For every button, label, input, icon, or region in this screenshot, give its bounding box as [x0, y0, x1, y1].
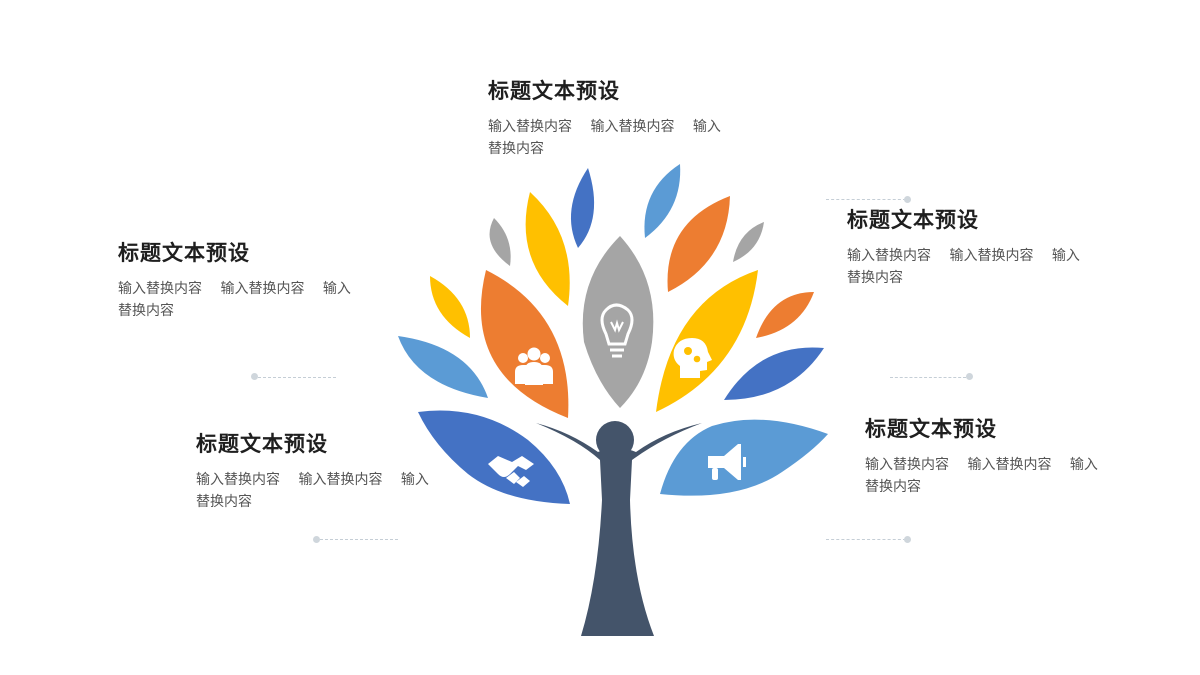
connector-middle-left — [258, 377, 336, 378]
leaf-gray-center — [582, 236, 654, 408]
block-title: 标题文本预设 — [488, 79, 620, 103]
connector-upper-right — [826, 199, 906, 200]
block-body: 输入替换内容 输入替换内容 输入替换内容 — [488, 119, 721, 157]
leaf-blue-top — [570, 168, 595, 248]
block-body: 输入替换内容 输入替换内容 输入替换内容 — [118, 281, 351, 319]
leaf-gray-left-small — [489, 218, 511, 266]
leaf-lightblue-top — [644, 164, 681, 238]
connector-middle-right — [890, 377, 966, 378]
lightbulb-icon — [600, 303, 634, 358]
block-body: 输入替换内容 输入替换内容 输入替换内容 — [196, 472, 429, 510]
connector-dot — [904, 536, 911, 543]
leaf-orange-right-small — [756, 292, 814, 338]
connector-dot — [313, 536, 320, 543]
block-body: 输入替换内容 输入替换内容 输入替换内容 — [847, 248, 1080, 286]
leaf-lightblue-left — [398, 336, 488, 398]
block-title: 标题文本预设 — [118, 241, 250, 265]
leaf-blue-bottom-left — [418, 410, 570, 504]
leaf-blue-right — [724, 347, 824, 400]
block-title: 标题文本预设 — [196, 432, 328, 456]
leaf-orange-upper-right — [667, 196, 730, 292]
leaf-yellow-left-small — [430, 276, 470, 338]
text-block-lower-left: 标题文本预设 输入替换内容 输入替换内容 输入替换内容 — [196, 431, 436, 513]
head-gears-icon — [673, 338, 712, 378]
handshake-icon — [488, 456, 534, 487]
leaf-yellow-upper-left — [525, 192, 570, 306]
megaphone-icon — [708, 444, 746, 480]
person-head — [596, 421, 634, 459]
text-block-upper-left: 标题文本预设 输入替换内容 输入替换内容 输入替换内容 — [118, 240, 358, 322]
connector-lower-right — [826, 539, 906, 540]
tree-trunk — [536, 423, 702, 636]
text-block-upper-right: 标题文本预设 输入替换内容 输入替换内容 输入替换内容 — [847, 207, 1087, 289]
text-block-top: 标题文本预设 输入替换内容 输入替换内容 输入替换内容 — [488, 78, 728, 160]
block-title: 标题文本预设 — [847, 208, 979, 232]
text-block-lower-right: 标题文本预设 输入替换内容 输入替换内容 输入替换内容 — [865, 416, 1105, 498]
connector-dot — [966, 373, 973, 380]
block-title: 标题文本预设 — [865, 417, 997, 441]
people-icon — [515, 347, 553, 385]
connector-dot — [904, 196, 911, 203]
block-body: 输入替换内容 输入替换内容 输入替换内容 — [865, 457, 1098, 495]
connector-dot — [251, 373, 258, 380]
leaf-gray-right-small — [733, 222, 764, 262]
connector-lower-left — [320, 539, 398, 540]
